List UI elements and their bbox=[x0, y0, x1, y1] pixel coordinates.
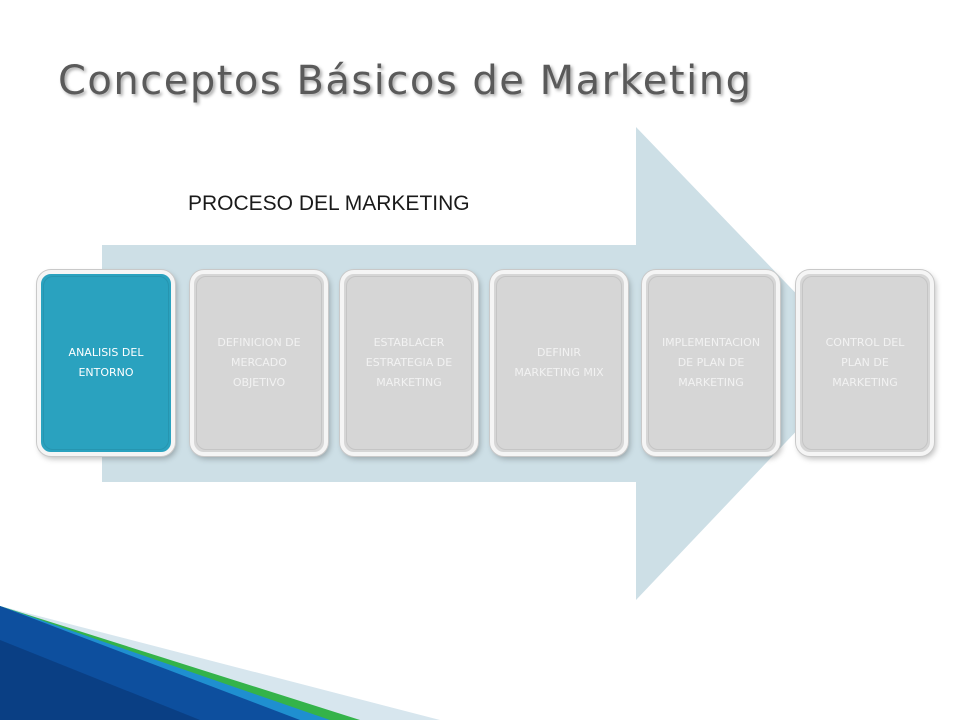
step-implementacion-plan: IMPLEMENTACION DE PLAN DE MARKETING bbox=[642, 270, 780, 456]
step-label: IMPLEMENTACION DE PLAN DE MARKETING bbox=[661, 336, 761, 389]
step-label: ESTABLACER ESTRATEGIA DE MARKETING bbox=[365, 336, 453, 389]
step-label: DEFINIR MARKETING MIX bbox=[514, 346, 604, 379]
corner-decoration bbox=[0, 606, 440, 720]
slide-title: Conceptos Básicos de Marketing bbox=[58, 58, 753, 104]
step-analisis-entorno: ANALISIS DEL ENTORNO bbox=[37, 270, 175, 456]
step-definicion-mercado: DEFINICION DE MERCADO OBJETIVO bbox=[190, 270, 328, 456]
step-control-plan: CONTROL DEL PLAN DE MARKETING bbox=[796, 270, 934, 456]
process-arrow bbox=[102, 127, 862, 600]
step-estrategia-marketing: ESTABLACER ESTRATEGIA DE MARKETING bbox=[340, 270, 478, 456]
step-label: CONTROL DEL PLAN DE MARKETING bbox=[825, 336, 905, 389]
step-label: DEFINICION DE MERCADO OBJETIVO bbox=[217, 336, 301, 389]
process-subtitle: PROCESO DEL MARKETING bbox=[188, 192, 470, 215]
step-label: ANALISIS DEL ENTORNO bbox=[68, 346, 144, 379]
step-marketing-mix: DEFINIR MARKETING MIX bbox=[490, 270, 628, 456]
